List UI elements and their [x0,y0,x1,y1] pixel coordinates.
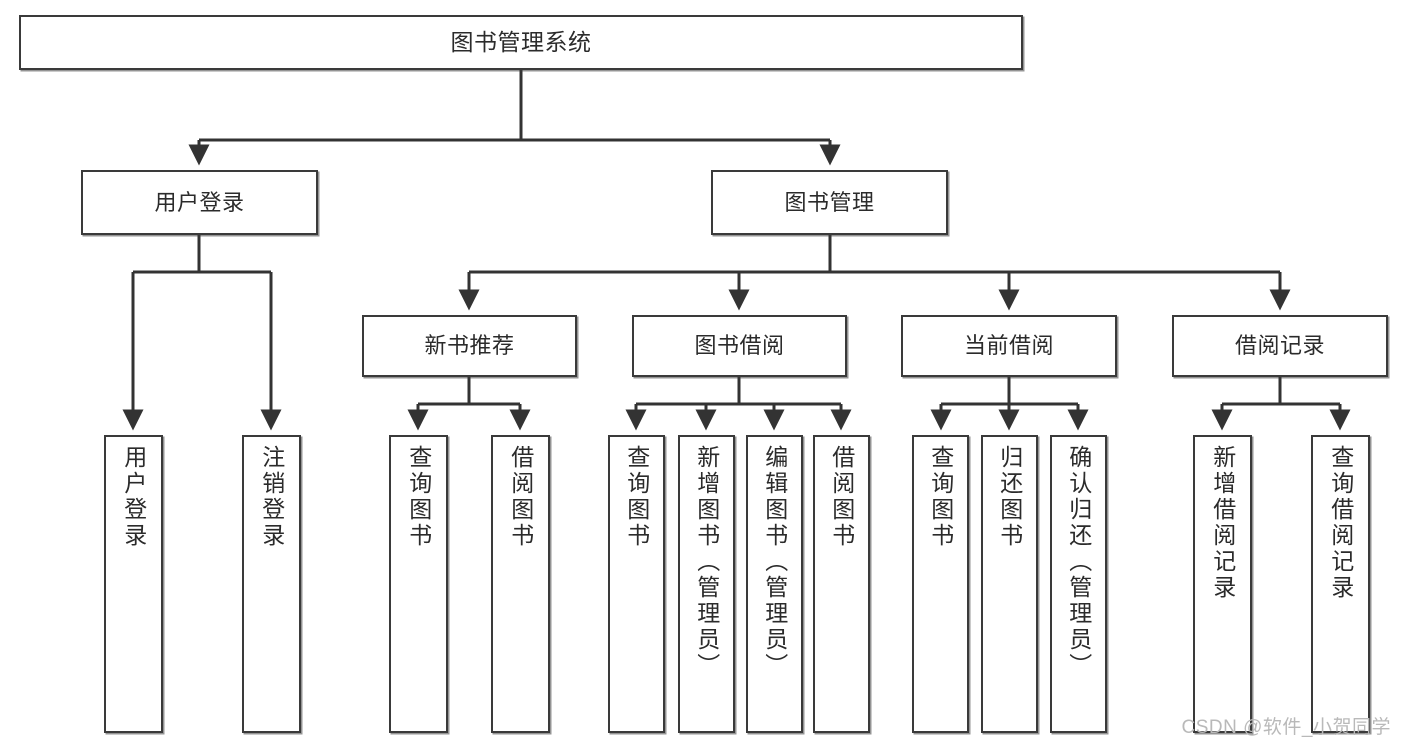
node-new-book-recommend[interactable]: 新书推荐 [362,315,577,377]
node-label: 注销登录 [258,445,285,549]
leaf-user-login-signin[interactable]: 用户登录 [104,435,163,733]
node-label: 借阅图书 [507,445,534,549]
node-root-system[interactable]: 图书管理系统 [19,15,1023,70]
node-borrow-record[interactable]: 借阅记录 [1172,315,1388,377]
leaf-current-borrow-query[interactable]: 查询图书 [912,435,969,733]
node-label: 图书管理 [784,189,875,215]
leaf-borrow-record-query[interactable]: 查询借阅记录 [1311,435,1370,733]
node-label: 用户登录 [154,189,245,215]
node-label: 当前借阅 [963,333,1054,359]
node-label: 图书管理系统 [450,28,592,55]
leaf-book-borrow-query[interactable]: 查询图书 [608,435,665,733]
leaf-user-login-signout[interactable]: 注销登录 [242,435,301,733]
leaf-current-borrow-confirm-return[interactable]: 确认归还（管理员） [1050,435,1107,733]
node-label: 用户登录 [120,445,147,549]
node-label: 图书借阅 [694,333,785,359]
node-label: 新书推荐 [424,333,515,359]
node-label: 查询借阅记录 [1327,445,1354,601]
node-book-management[interactable]: 图书管理 [711,170,948,235]
node-label: 归还图书 [996,445,1023,549]
leaf-book-borrow-edit[interactable]: 编辑图书（管理员） [746,435,803,733]
node-label: 查询图书 [623,445,650,549]
leaf-book-borrow-add[interactable]: 新增图书（管理员） [678,435,735,733]
node-label: 新增借阅记录 [1209,445,1236,601]
node-label: 查询图书 [927,445,954,549]
node-user-login[interactable]: 用户登录 [81,170,318,235]
leaf-borrow-record-add[interactable]: 新增借阅记录 [1193,435,1252,733]
node-current-borrow[interactable]: 当前借阅 [901,315,1117,377]
node-label: 新增图书（管理员） [693,445,720,679]
node-label: 确认归还（管理员） [1065,445,1092,679]
leaf-new-book-query[interactable]: 查询图书 [389,435,448,733]
node-book-borrow[interactable]: 图书借阅 [632,315,847,377]
leaf-book-borrow-lend[interactable]: 借阅图书 [813,435,870,733]
leaf-new-book-borrow[interactable]: 借阅图书 [491,435,550,733]
leaf-current-borrow-return[interactable]: 归还图书 [981,435,1038,733]
node-label: 借阅记录 [1234,333,1325,359]
node-label: 编辑图书（管理员） [761,445,788,679]
node-label: 借阅图书 [828,445,855,549]
node-label: 查询图书 [405,445,432,549]
